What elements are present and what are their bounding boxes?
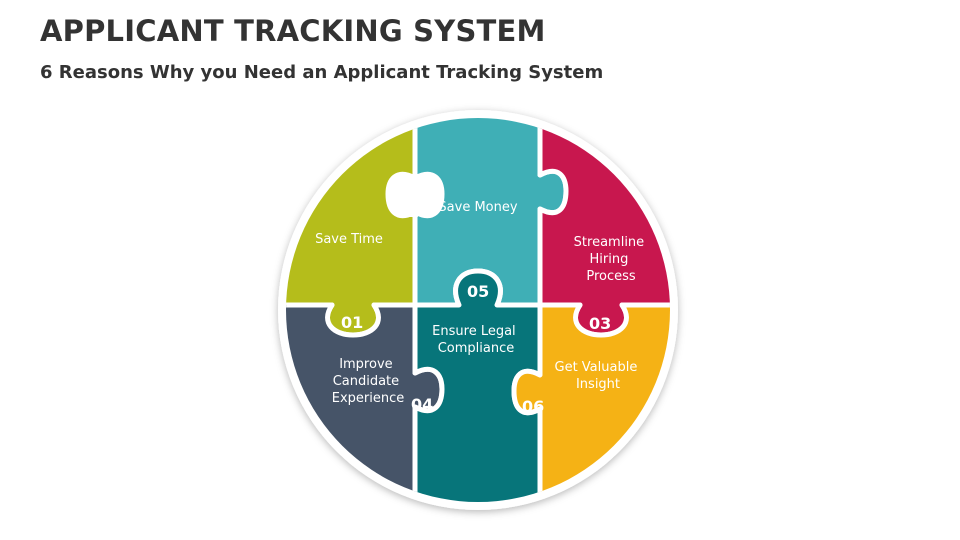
piece-label-03: Streamline Hiring Process — [574, 235, 649, 284]
piece-number-01: 01 — [341, 313, 363, 332]
piece-label-05: Ensure Legal Compliance — [432, 324, 520, 356]
piece-number-02: 02 — [397, 202, 419, 221]
page-title: APPLICANT TRACKING SYSTEM — [40, 14, 546, 48]
piece-number-05: 05 — [467, 282, 489, 301]
piece-label-02: Save Money — [438, 200, 517, 215]
piece-label-06: Get Valuable Insight — [555, 360, 642, 392]
puzzle-piece-03 — [537, 118, 670, 338]
piece-number-03: 03 — [589, 314, 611, 333]
piece-label-04: Improve Candidate Experience — [332, 357, 405, 406]
puzzle-piece-01 — [286, 118, 418, 338]
piece-label-01: Save Time — [315, 232, 383, 247]
page-subtitle: 6 Reasons Why you Need an Applicant Trac… — [40, 62, 604, 83]
piece-number-06: 06 — [522, 397, 544, 416]
piece-number-04: 04 — [411, 395, 433, 414]
